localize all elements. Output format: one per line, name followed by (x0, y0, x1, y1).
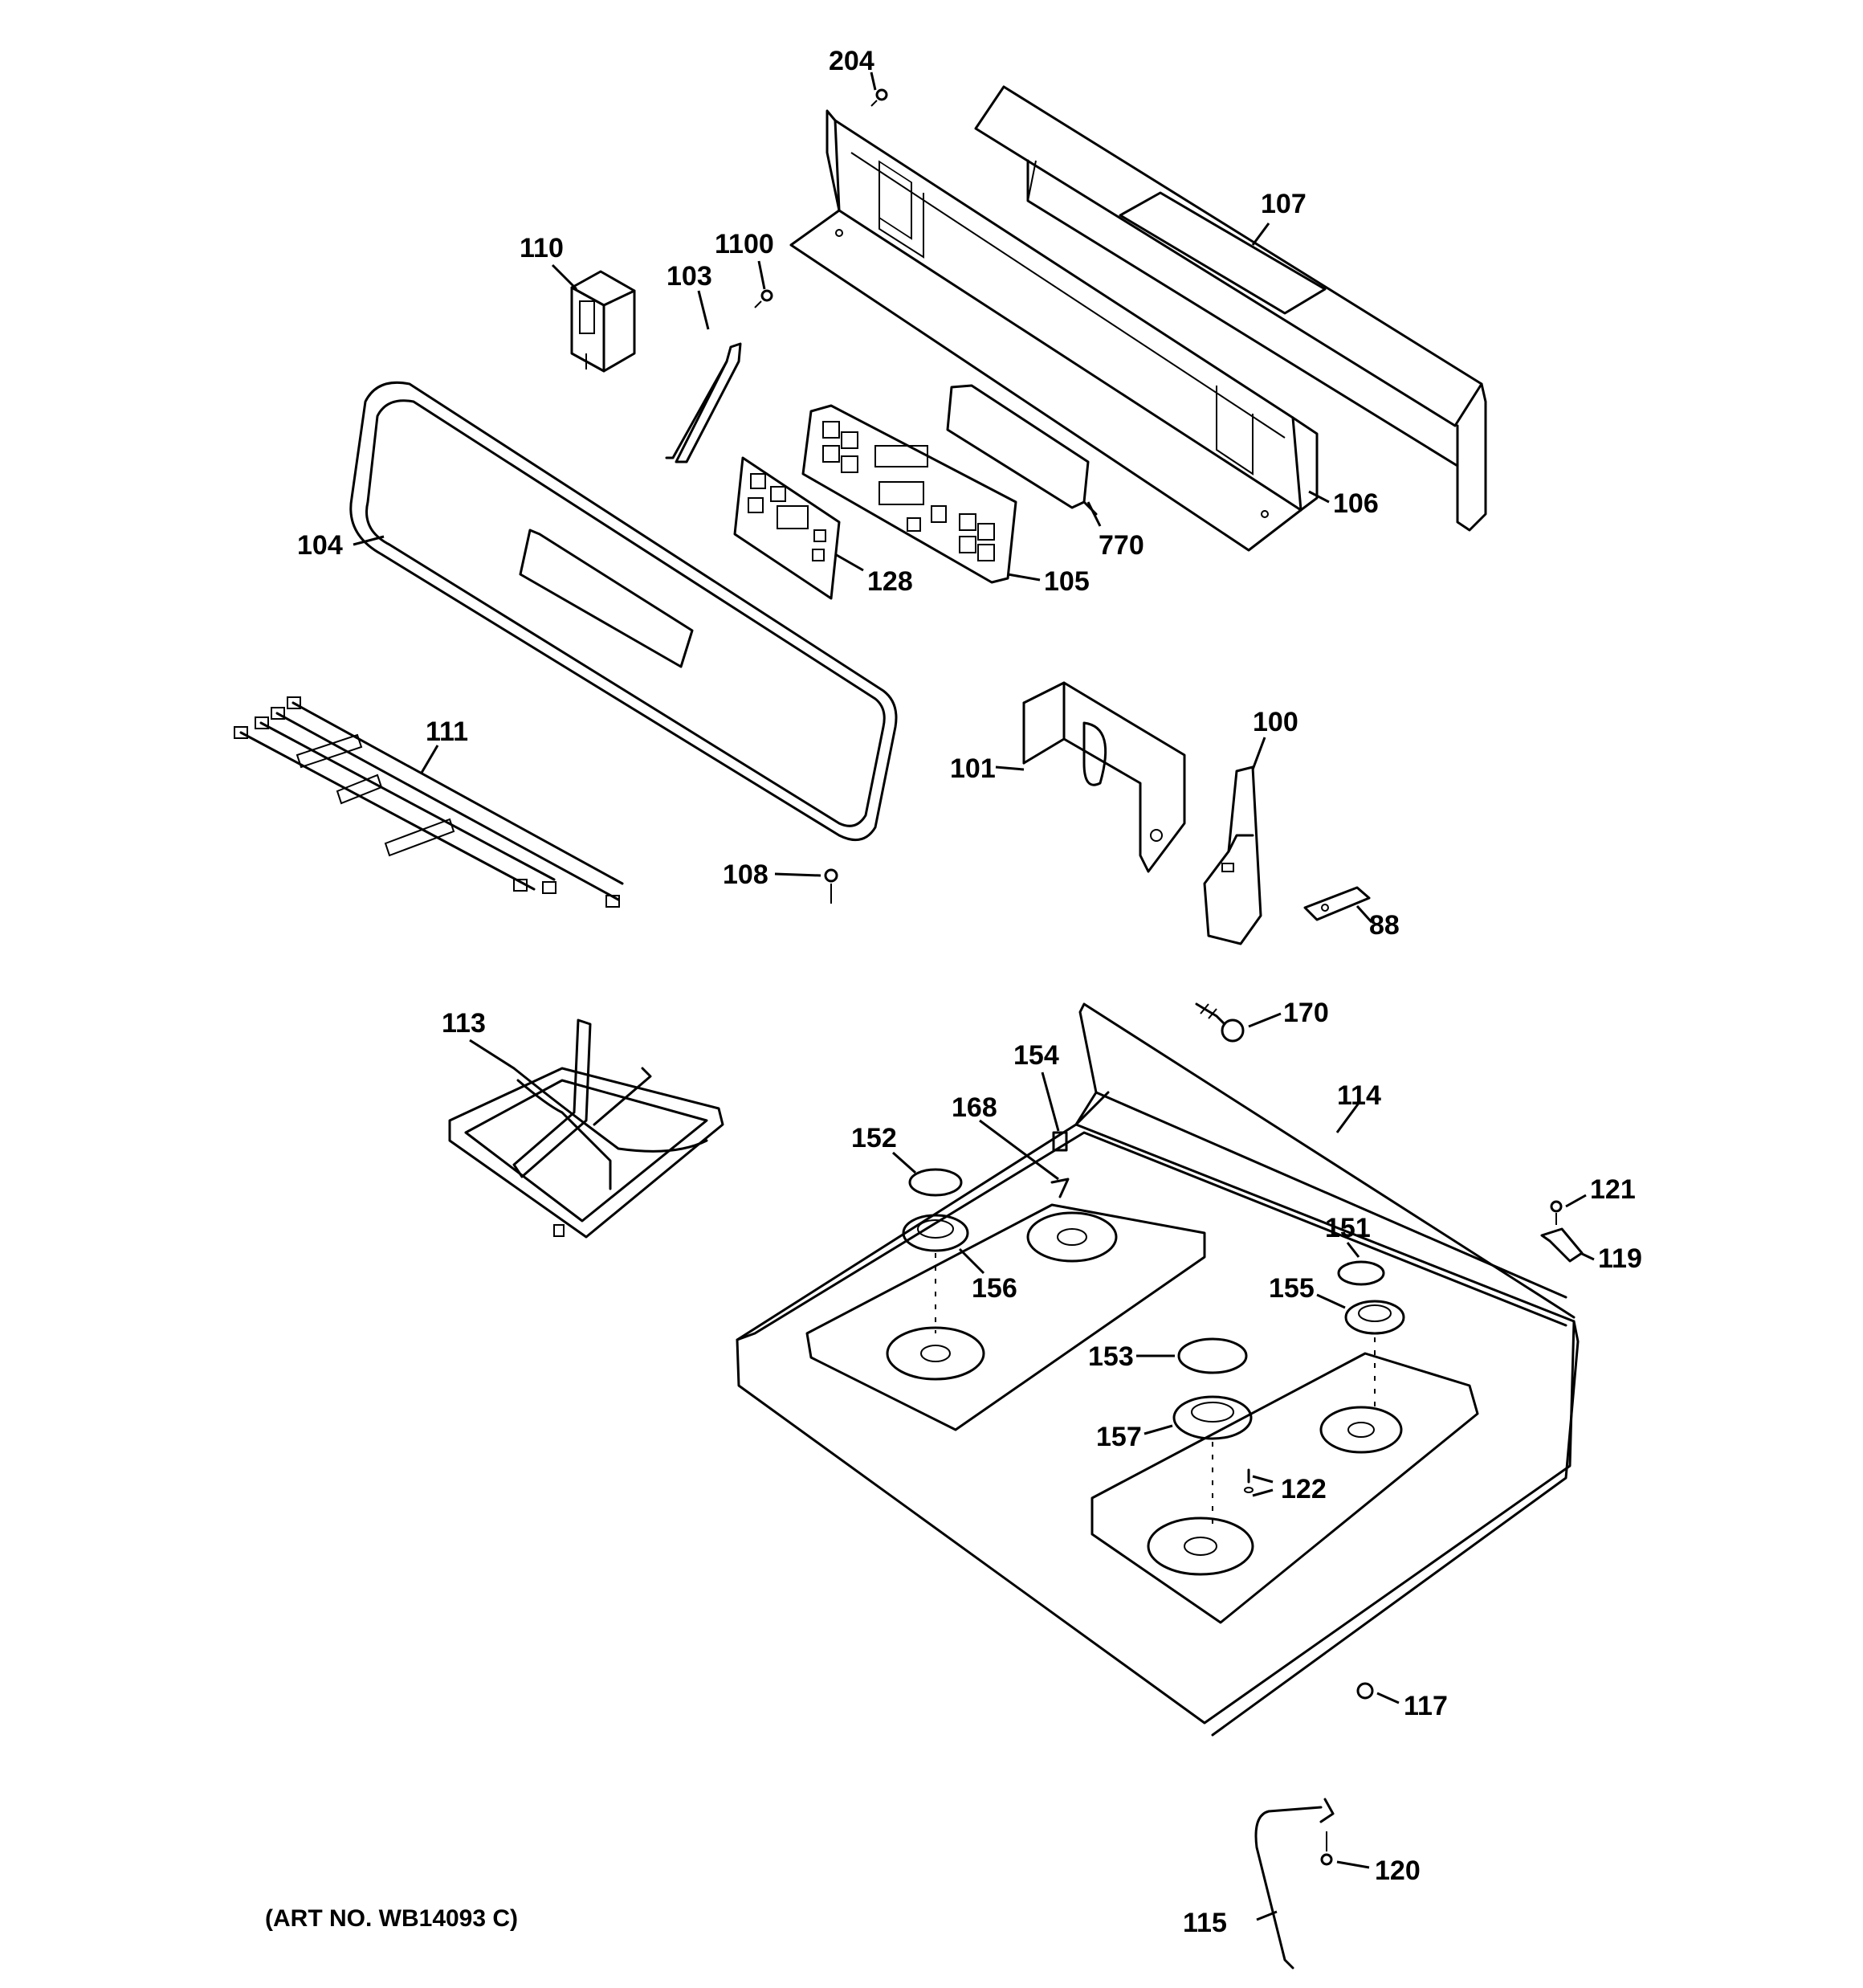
part-103-bracket (665, 342, 742, 463)
label-105: 105 (1044, 566, 1090, 597)
label-107: 107 (1261, 189, 1307, 219)
label-152: 152 (851, 1123, 897, 1153)
leader-lines (353, 71, 1595, 1921)
label-114: 114 (1337, 1080, 1381, 1111)
part-154-orifice (1052, 1131, 1068, 1152)
label-111: 111 (426, 716, 468, 747)
label-120: 120 (1375, 1855, 1421, 1886)
part-152-cap (908, 1168, 963, 1197)
part-156-head (902, 1214, 969, 1333)
label-122: 122 (1281, 1474, 1327, 1504)
part-157-head (1172, 1395, 1253, 1526)
part-770-strip (946, 384, 1098, 516)
part-111-harness (234, 696, 624, 908)
label-103: 103 (667, 261, 712, 292)
label-168: 168 (952, 1092, 997, 1123)
part-153-cap (1177, 1337, 1248, 1374)
part-100-bracket (1203, 765, 1262, 945)
part-88-clip (1303, 886, 1371, 921)
label-1100: 1100 (715, 229, 774, 259)
label-157: 157 (1096, 1422, 1142, 1452)
label-770: 770 (1099, 530, 1144, 561)
part-101-bracket (1022, 681, 1186, 873)
part-107-cover (974, 85, 1487, 532)
label-88: 88 (1369, 910, 1400, 941)
part-170-screw (1195, 1002, 1245, 1043)
label-113: 113 (442, 1008, 486, 1039)
part-108-screw (824, 868, 838, 904)
part-121-screw (1550, 1200, 1563, 1225)
art-number: (ART NO. WB14093 C) (265, 1905, 518, 1932)
part-1100-screw (754, 289, 773, 308)
part-122-screw (1244, 1468, 1254, 1493)
part-115-tube (1254, 1798, 1335, 1970)
label-100: 100 (1253, 707, 1298, 737)
part-204-screw (870, 88, 888, 107)
part-113-grate (448, 1018, 724, 1239)
part-119-bracket (1540, 1227, 1584, 1263)
label-154: 154 (1013, 1040, 1059, 1071)
label-128: 128 (867, 566, 913, 597)
label-151: 151 (1325, 1213, 1371, 1243)
label-104: 104 (297, 530, 343, 561)
part-168-orifice (1050, 1178, 1070, 1198)
label-106: 106 (1333, 488, 1379, 519)
part-104-control-panel (349, 381, 898, 842)
part-114-cooktop (736, 1002, 1580, 1737)
label-153: 153 (1088, 1341, 1134, 1372)
label-119: 119 (1598, 1243, 1642, 1274)
label-117: 117 (1404, 1691, 1448, 1721)
part-117-nut (1356, 1682, 1374, 1700)
label-108: 108 (723, 859, 768, 890)
reference-labels: 204 107 110 1100 103 104 128 105 770 106… (265, 46, 1642, 1938)
part-105-control-board (801, 404, 1017, 584)
part-110-relay (570, 270, 636, 373)
part-151-cap (1337, 1260, 1385, 1286)
label-121: 121 (1590, 1174, 1636, 1205)
part-120-screw (1320, 1831, 1333, 1866)
label-204: 204 (829, 46, 874, 76)
label-115: 115 (1183, 1908, 1227, 1938)
label-170: 170 (1283, 998, 1329, 1028)
part-155-head (1344, 1300, 1405, 1414)
label-101: 101 (950, 753, 996, 784)
label-155: 155 (1269, 1273, 1315, 1304)
part-128-overlay (733, 456, 841, 600)
label-110: 110 (520, 233, 564, 263)
part-106-backguard (789, 109, 1319, 552)
label-156: 156 (972, 1273, 1017, 1304)
